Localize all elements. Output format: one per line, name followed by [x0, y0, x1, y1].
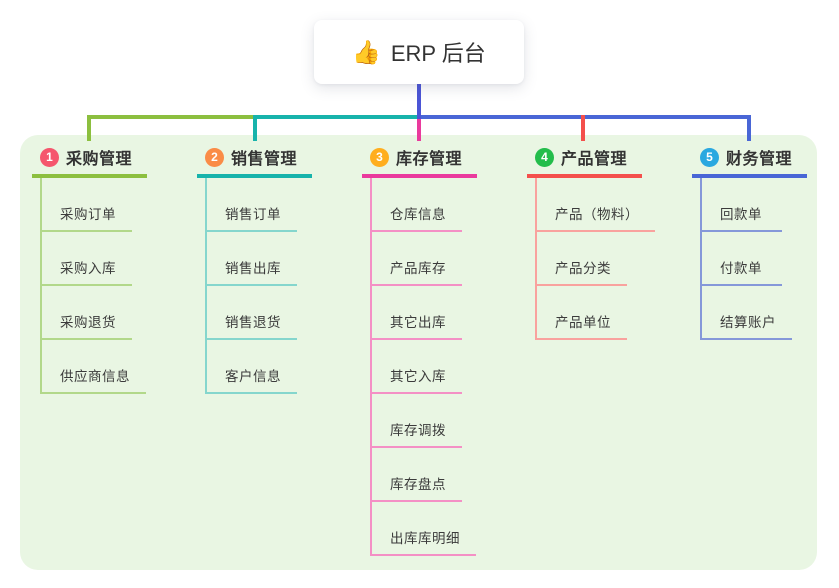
branch-title: 销售管理: [231, 151, 298, 168]
child-node[interactable]: 供应商信息: [42, 340, 146, 394]
child-node[interactable]: 客户信息: [207, 340, 297, 394]
root-label: ERP 后台: [390, 41, 486, 66]
child-node[interactable]: 仓库信息: [372, 178, 462, 232]
branch-title: 库存管理: [396, 151, 463, 168]
child-node[interactable]: 回款单: [702, 178, 782, 232]
branch-children-sales: 销售订单 销售出库 销售退货 客户信息: [205, 178, 297, 394]
child-node[interactable]: 其它出库: [372, 286, 462, 340]
branch-number-badge: 5: [700, 147, 719, 167]
branch-inventory: 3 库存管理 仓库信息 产品库存 其它出库 其它入库 库存调拨 库存盘点 出库库…: [362, 146, 477, 556]
child-node[interactable]: 结算账户: [702, 286, 792, 340]
connector-drop-branch4: [581, 115, 585, 141]
branch-number-badge: 3: [370, 147, 389, 167]
child-node[interactable]: 销售退货: [207, 286, 297, 340]
child-node[interactable]: 销售出库: [207, 232, 297, 286]
child-node[interactable]: 产品（物料）: [537, 178, 655, 232]
child-node[interactable]: 库存盘点: [372, 448, 462, 502]
branch-number-badge: 4: [535, 147, 554, 167]
branch-sales: 2 销售管理 销售订单 销售出库 销售退货 客户信息: [197, 146, 312, 394]
child-node[interactable]: 采购退货: [42, 286, 132, 340]
branch-children-purchase: 采购订单 采购入库 采购退货 供应商信息: [40, 178, 146, 394]
connector-horizontal-branch1: [87, 115, 255, 119]
branch-children-finance: 回款单 付款单 结算账户: [700, 178, 792, 340]
connector-horizontal-branch2: [253, 115, 419, 119]
child-node[interactable]: 产品库存: [372, 232, 462, 286]
branch-header-finance[interactable]: 5 财务管理: [692, 146, 807, 178]
child-node[interactable]: 产品分类: [537, 232, 627, 286]
connector-drop-branch2: [253, 115, 257, 141]
connector-drop-branch3: [417, 119, 421, 141]
connector-drop-branch1: [87, 115, 91, 141]
branch-title: 采购管理: [66, 151, 133, 168]
child-node[interactable]: 其它入库: [372, 340, 462, 394]
branch-title: 产品管理: [561, 151, 628, 168]
branch-number-badge: 2: [205, 147, 224, 167]
child-node[interactable]: 销售订单: [207, 178, 297, 232]
branch-children-product: 产品（物料） 产品分类 产品单位: [535, 178, 655, 340]
child-node[interactable]: 库存调拨: [372, 394, 462, 448]
thumbs-up-icon: 👍: [352, 38, 381, 65]
background-panel: [20, 135, 817, 570]
branch-purchase: 1 采购管理 采购订单 采购入库 采购退货 供应商信息: [32, 146, 147, 394]
connector-drop-branch5: [747, 115, 751, 141]
branch-product: 4 产品管理 产品（物料） 产品分类 产品单位: [527, 146, 655, 340]
branch-header-purchase[interactable]: 1 采购管理: [32, 146, 147, 178]
connector-horizontal-branch5: [419, 115, 751, 119]
branch-finance: 5 财务管理 回款单 付款单 结算账户: [692, 146, 807, 340]
branch-header-product[interactable]: 4 产品管理: [527, 146, 642, 178]
child-node[interactable]: 出库库明细: [372, 502, 476, 556]
branch-children-inventory: 仓库信息 产品库存 其它出库 其它入库 库存调拨 库存盘点 出库库明细: [370, 178, 476, 556]
branch-header-inventory[interactable]: 3 库存管理: [362, 146, 477, 178]
branch-header-sales[interactable]: 2 销售管理: [197, 146, 312, 178]
child-node[interactable]: 采购入库: [42, 232, 132, 286]
child-node[interactable]: 付款单: [702, 232, 782, 286]
root-node[interactable]: 👍 ERP 后台: [314, 20, 524, 84]
branch-title: 财务管理: [726, 151, 793, 168]
child-node[interactable]: 产品单位: [537, 286, 627, 340]
branch-number-badge: 1: [40, 147, 59, 167]
child-node[interactable]: 采购订单: [42, 178, 132, 232]
connector-root-trunk: [417, 84, 421, 119]
